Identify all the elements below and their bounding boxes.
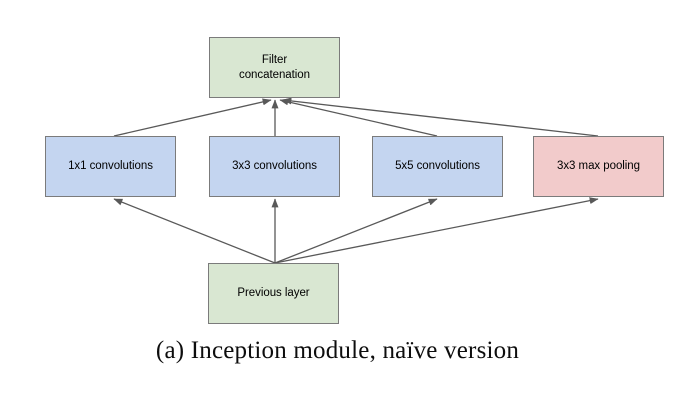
edge-maxpool-to-concat	[282, 97, 599, 137]
node-conv-3x3[interactable]: 3x3 convolutions	[209, 136, 340, 197]
edge-prev-to-conv1x1	[113, 198, 276, 264]
node-conv-1x1[interactable]: 1x1 convolutions	[45, 136, 176, 197]
node-conv-5x5[interactable]: 5x5 convolutions	[372, 136, 503, 197]
node-label-conv-3x3: 3x3 convolutions	[232, 160, 317, 173]
node-label-filter-concatenation: Filter concatenation	[239, 53, 310, 81]
node-label-previous-layer: Previous layer	[237, 287, 310, 300]
node-label-max-pooling-3x3: 3x3 max pooling	[557, 160, 640, 173]
edge-conv5x5-to-concat	[279, 98, 438, 137]
node-max-pooling-3x3[interactable]: 3x3 max pooling	[533, 136, 664, 197]
node-label-conv-5x5: 5x5 convolutions	[395, 160, 480, 173]
figure-caption: (a) Inception module, naïve version	[155, 337, 520, 364]
node-label-conv-1x1: 1x1 convolutions	[68, 160, 153, 173]
node-previous-layer[interactable]: Previous layer	[208, 263, 339, 324]
edge-prev-to-conv5x5	[274, 198, 438, 264]
edge-prev-to-maxpool	[274, 197, 599, 264]
edge-conv1x1-to-concat	[113, 98, 272, 137]
node-filter-concatenation[interactable]: Filter concatenation	[209, 37, 340, 98]
